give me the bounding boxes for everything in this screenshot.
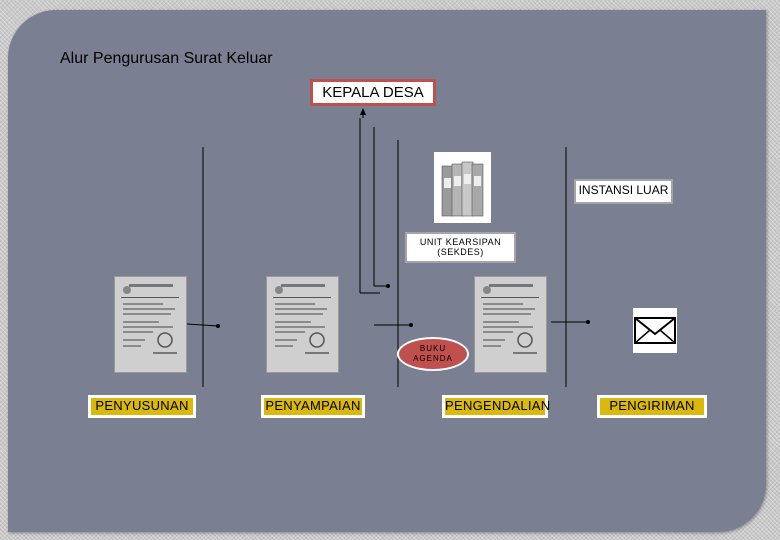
role-penyusunan: PENYUSUNAN <box>88 395 196 418</box>
binders-icon <box>434 152 491 223</box>
document-icon <box>114 276 187 373</box>
kepala-desa-box: KEPALA DESA <box>310 79 436 106</box>
role-penyampaian: PENYAMPAIAN <box>261 395 365 418</box>
envelope-icon <box>633 308 677 353</box>
page-title: Alur Pengurusan Surat Keluar <box>60 50 273 67</box>
role-pengiriman: PENGIRIMAN <box>597 395 707 418</box>
document-icon <box>474 276 547 373</box>
unit-kearsipan-box: UNIT KEARSIPAN (SEKDES) <box>405 232 516 263</box>
document-icon <box>266 276 339 373</box>
buku-agenda-node: BUKU AGENDA <box>397 337 469 371</box>
instansi-luar-box: INSTANSI LUAR <box>574 179 673 204</box>
role-pengendalian: PENGENDALIAN <box>442 395 550 418</box>
